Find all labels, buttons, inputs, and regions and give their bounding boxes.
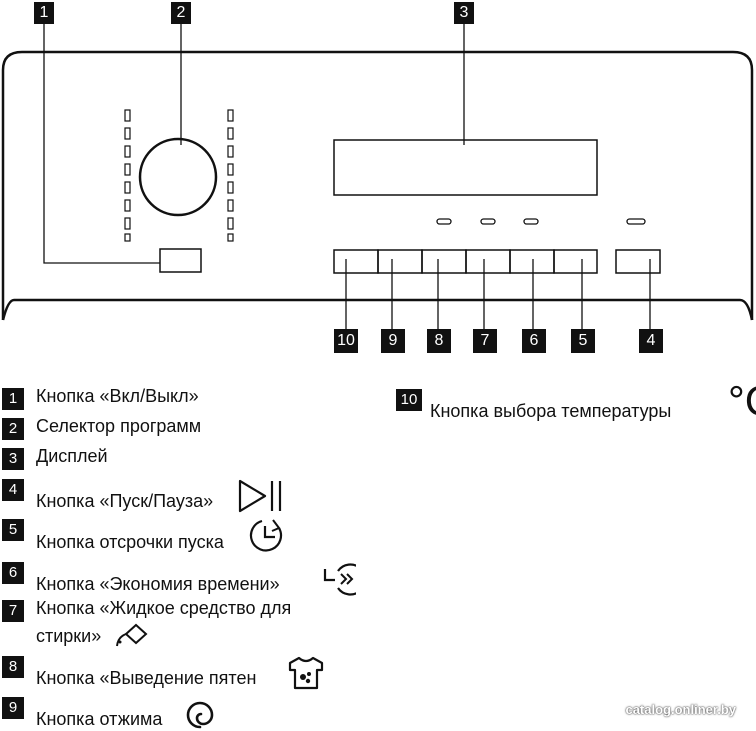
legend-text-10: Кнопка выбора температуры	[430, 401, 672, 421]
selector-scale-right	[227, 109, 234, 242]
control-panel-diagram	[1, 22, 754, 330]
play-pause-icon	[238, 479, 282, 513]
legend-num-9: 9	[2, 697, 24, 719]
callout-9: 9	[381, 329, 405, 353]
callout-3: 3	[454, 2, 474, 24]
button-row	[333, 249, 661, 274]
callout-4: 4	[639, 329, 663, 353]
legend-text-7b: стирки»	[36, 626, 102, 646]
temperature-icon: °C	[728, 377, 756, 424]
callout-10: 10	[334, 329, 358, 353]
program-selector-knob	[138, 137, 218, 217]
legend-num-5: 5	[2, 519, 24, 541]
callout-5: 5	[571, 329, 595, 353]
callout-6: 6	[522, 329, 546, 353]
callout-1: 1	[34, 2, 54, 24]
legend-num-2: 2	[2, 418, 24, 440]
watermark: catalog.onliner.by	[625, 702, 736, 717]
display	[333, 139, 598, 196]
selector-scale-left	[124, 109, 131, 242]
legend-text-1: Кнопка «Вкл/Выкл»	[36, 386, 199, 406]
legend-text-7a: Кнопка «Жидкое средство для	[36, 598, 292, 618]
legend-num-10: 10	[396, 389, 422, 411]
spin-icon	[186, 701, 214, 729]
legend-text-4: Кнопка «Пуск/Пауза»	[36, 491, 214, 511]
legend-num-1: 1	[2, 388, 24, 410]
legend-text-8: Кнопка «Выведение пятен	[36, 668, 257, 688]
stain-removal-icon	[288, 656, 324, 690]
legend-num-3: 3	[2, 448, 24, 470]
legend-num-4: 4	[2, 479, 24, 501]
callout-8: 8	[427, 329, 451, 353]
time-save-icon	[323, 563, 356, 596]
legend-text-9: Кнопка отжима	[36, 709, 163, 729]
legend-num-6: 6	[2, 562, 24, 584]
legend-text-2: Селектор программ	[36, 416, 202, 436]
on-off-button	[159, 248, 202, 273]
delay-start-icon	[249, 519, 283, 552]
legend-text-6: Кнопка «Экономия времени»	[36, 574, 280, 594]
callout-7: 7	[473, 329, 497, 353]
callout-2: 2	[171, 2, 191, 24]
legend-text-5: Кнопка отсрочки пуска	[36, 532, 224, 552]
legend-num-7: 7	[2, 600, 24, 622]
liquid-detergent-icon	[116, 623, 148, 647]
legend-text-3: Дисплей	[36, 446, 108, 466]
legend-num-8: 8	[2, 656, 24, 678]
